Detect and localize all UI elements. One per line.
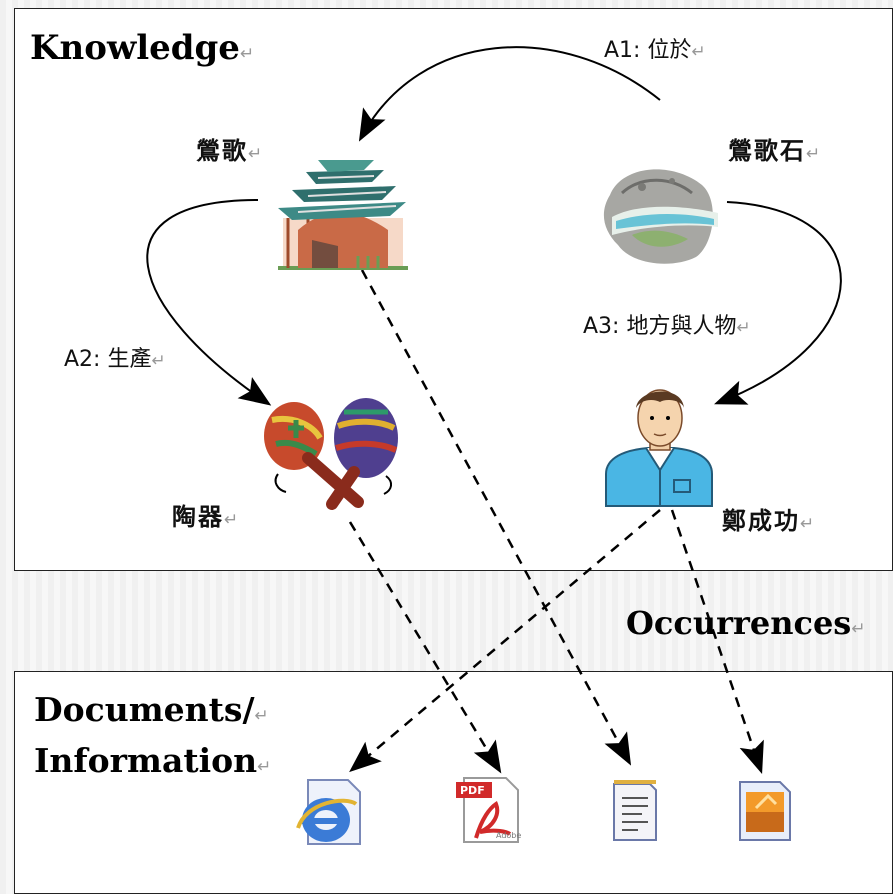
pottery-clipart: [264, 398, 398, 510]
text-document-icon: [613, 780, 657, 841]
occurrences-title: Occurrences↵: [626, 604, 866, 642]
person-clipart: [605, 389, 713, 507]
topic-label-person: 鄭成功↵: [722, 507, 817, 535]
image-document-icon: [739, 781, 791, 841]
svg-text:PDF: PDF: [460, 784, 485, 797]
occurrence-arrow-place-text: [360, 269, 632, 766]
svg-text:Adobe: Adobe: [496, 831, 521, 840]
pdf-document-icon: PDF Adobe: [456, 777, 521, 843]
association-label-a2: A2: 生產↵: [64, 347, 166, 372]
occurrence-arrow-person-image: [670, 509, 764, 775]
knowledge-title: Knowledge↵: [30, 28, 255, 68]
occurrence-arrow-person-ie: [349, 509, 661, 773]
association-arrow-a2: [146, 199, 272, 406]
ie-page-icon: [296, 779, 361, 845]
stone-landscape-clipart: [603, 169, 718, 264]
knowledge-panel: [14, 8, 893, 571]
topic-label-pottery: 陶器↵: [172, 503, 241, 531]
association-arrow-a3: [714, 201, 842, 405]
topic-label-stone: 鶯歌石↵: [728, 137, 823, 165]
topic-label-place: 鶯歌↵: [196, 137, 265, 165]
association-label-a1: A1: 位於↵: [604, 38, 706, 63]
documents-title: Documents/↵: [34, 690, 269, 729]
pagoda-clipart: [278, 160, 408, 270]
occurrence-arrow-pottery-pdf: [348, 521, 502, 774]
association-arrow-a1: [358, 46, 661, 142]
information-title: Information↵: [34, 741, 272, 780]
association-label-a3: A3: 地方與人物↵: [583, 314, 751, 339]
